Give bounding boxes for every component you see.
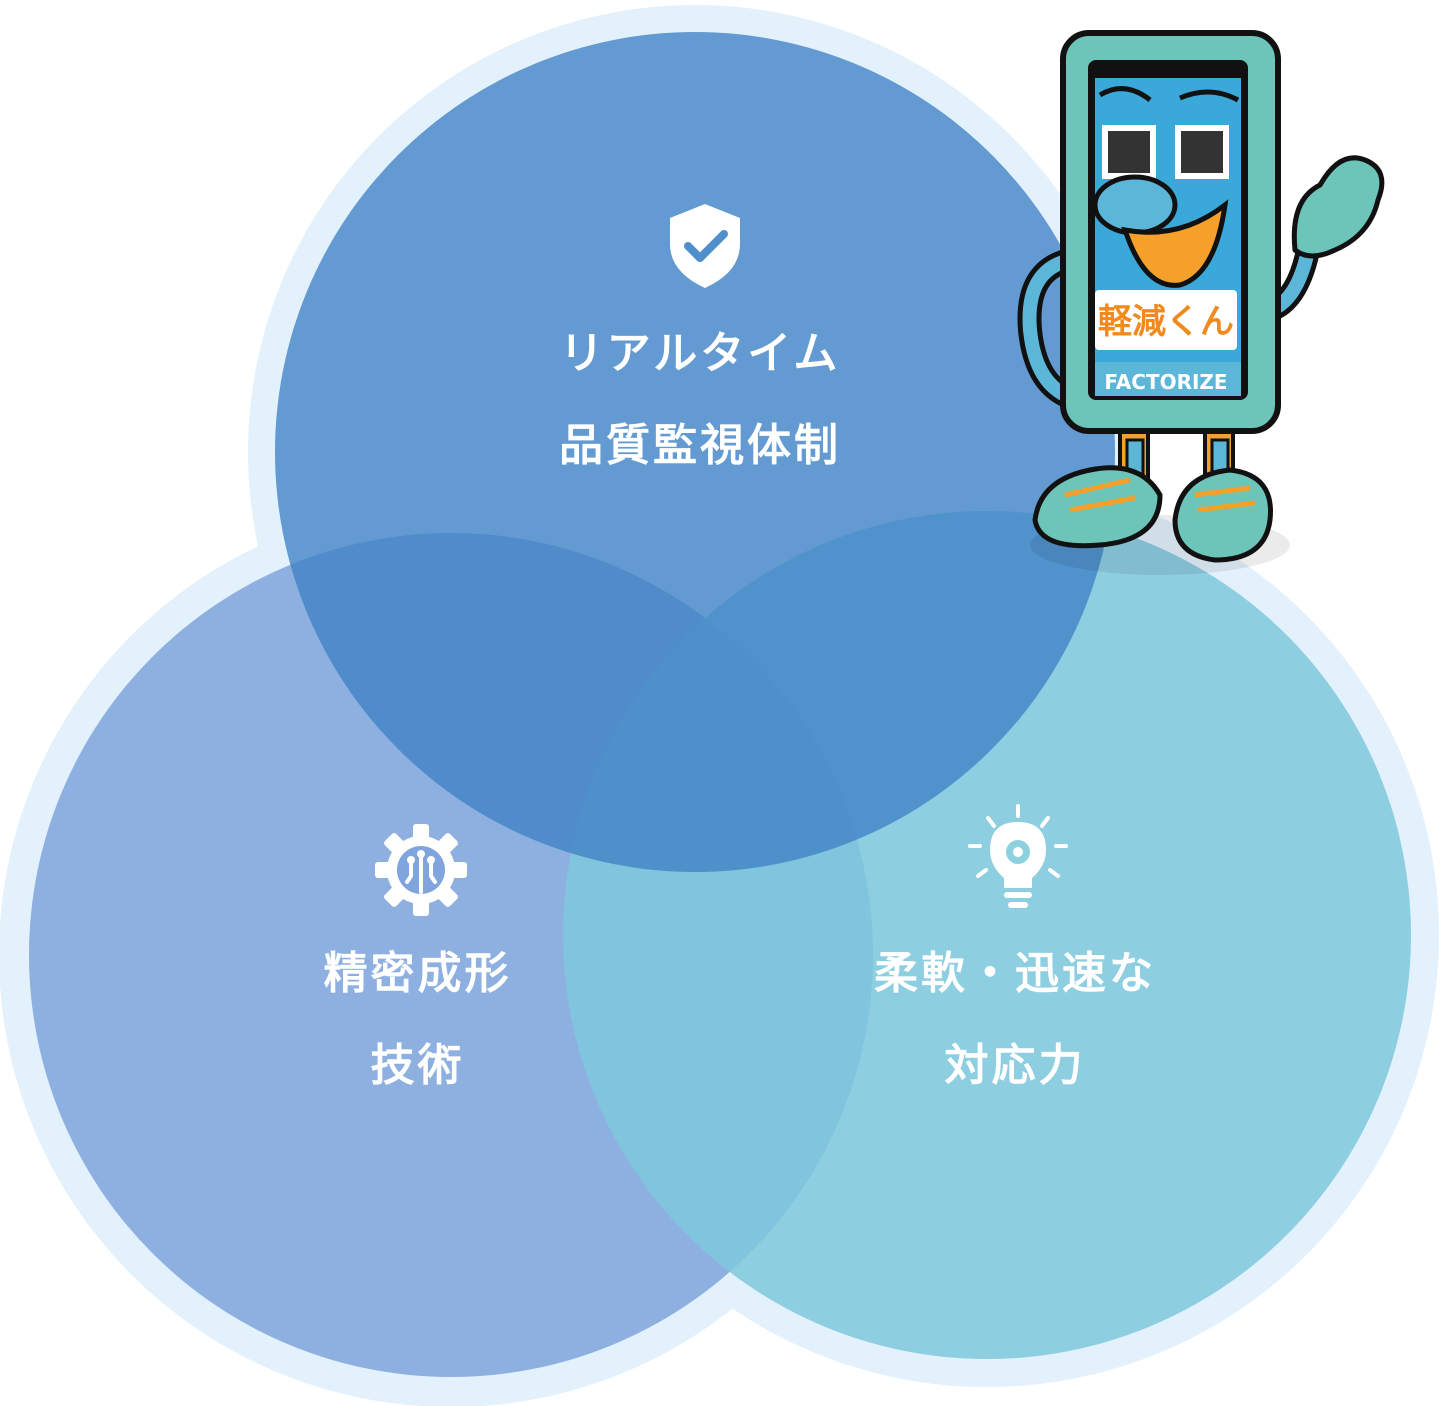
label-right: 柔軟・迅速な 対応力 [830, 928, 1200, 1112]
mascot-name-badge: 軽減くん [1098, 302, 1234, 342]
gear-circuit-icon [375, 824, 467, 916]
lightbulb-gear-icon [968, 804, 1068, 908]
label-top-line1: リアルタイム [559, 328, 841, 379]
label-right-line2: 対応力 [944, 1040, 1086, 1091]
venn-circle-top [275, 32, 1115, 872]
label-left: 精密成形 技術 [250, 928, 585, 1112]
shield-check-icon [670, 204, 740, 288]
mascot-illustration [1017, 30, 1385, 575]
mascot-brand-text: FACTORIZE [1104, 370, 1227, 394]
label-right-line1: 柔軟・迅速な [874, 948, 1156, 999]
label-top: リアルタイム 品質監視体制 [495, 308, 905, 492]
label-left-line1: 精密成形 [323, 948, 512, 999]
label-top-line2: 品質監視体制 [559, 420, 841, 471]
label-left-line2: 技術 [370, 1040, 465, 1091]
